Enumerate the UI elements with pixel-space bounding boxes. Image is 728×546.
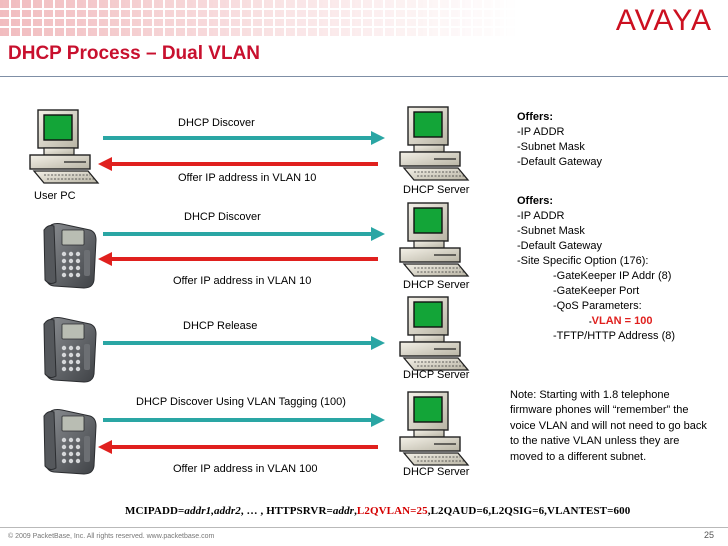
request-arrow <box>103 131 385 145</box>
footer-divider <box>0 527 728 528</box>
offer-item: -IP ADDR <box>517 210 565 222</box>
user-pc-label: User PC <box>34 190 76 202</box>
dhcp-server-label: DHCP Server <box>403 369 470 381</box>
offer-item: -Default Gateway <box>517 240 602 252</box>
command-part: addr <box>332 505 355 517</box>
decorative-header-pattern <box>0 0 520 36</box>
user-pc-icon <box>29 109 99 184</box>
response-arrow <box>98 440 378 454</box>
response-arrow <box>98 157 378 171</box>
offer-sub-item: -TFTP/HTTP Address (8) <box>553 330 676 342</box>
command-part: , <box>354 505 357 517</box>
command-part: addr1,addr2 <box>184 505 241 517</box>
vlan-value: VLAN = 100 <box>591 315 653 327</box>
ip-phone-icon <box>43 409 97 475</box>
footer-copyright: © 2009 PacketBase, Inc. All rights reser… <box>8 533 215 540</box>
offer-item: -IP ADDR <box>517 126 565 138</box>
dhcp-server-label: DHCP Server <box>403 466 470 478</box>
dhcp-server-icon <box>399 202 469 277</box>
response-label: Offer IP address in VLAN 100 <box>173 463 318 475</box>
page-title: DHCP Process – Dual VLAN <box>8 43 261 64</box>
dhcp-server-label: DHCP Server <box>403 279 470 291</box>
offer-sub-item: -GateKeeper Port <box>553 285 640 297</box>
command-part: , … , HTTPSRVR= <box>240 505 333 517</box>
offer-item: -Subnet Mask <box>517 141 585 153</box>
vlan-prefix: - <box>589 317 592 326</box>
command-part: MCIPADD= <box>125 505 185 517</box>
offers-list-basic: Offers: -IP ADDR -Subnet Mask -Default G… <box>517 110 602 170</box>
response-label: Offer IP address in VLAN 10 <box>178 172 317 184</box>
request-arrow <box>103 336 385 350</box>
command-vlan-part: L2QVLAN=25 <box>356 505 428 517</box>
request-label: DHCP Release <box>183 320 258 332</box>
dhcp-server-icon <box>399 391 469 466</box>
request-label: DHCP Discover <box>184 211 261 223</box>
request-label: DHCP Discover Using VLAN Tagging (100) <box>136 396 346 408</box>
vlan-setting: -VLAN = 100 <box>517 314 675 329</box>
offers-heading: Offers: <box>517 111 554 123</box>
ip-phone-icon <box>43 317 97 383</box>
ip-phone-icon <box>43 223 97 289</box>
title-divider <box>0 76 728 77</box>
command-part: ,L2QAUD=6,L2QSIG=6,VLANTEST=600 <box>427 505 631 517</box>
request-arrow <box>103 227 385 241</box>
dhcp-server-label: DHCP Server <box>403 184 470 196</box>
page-number: 25 <box>704 530 715 540</box>
dhcp-server-icon <box>399 106 469 181</box>
dhcp-server-icon <box>399 296 469 371</box>
offer-item: -Default Gateway <box>517 156 602 168</box>
avaya-logo: AVAYA <box>615 4 712 37</box>
offer-sub-item: -QoS Parameters: <box>553 300 642 312</box>
request-label: DHCP Discover <box>178 117 255 129</box>
request-arrow <box>103 413 385 427</box>
response-arrow <box>98 252 378 266</box>
offer-sub-item: -GateKeeper IP Addr (8) <box>553 270 672 282</box>
offer-item: -Subnet Mask <box>517 225 585 237</box>
offers-heading: Offers: <box>517 195 554 207</box>
offer-item: -Site Specific Option (176): <box>517 255 649 267</box>
response-label: Offer IP address in VLAN 10 <box>173 275 312 287</box>
offers-list-extended: Offers: -IP ADDR -Subnet Mask -Default G… <box>517 194 675 344</box>
firmware-note: Note: Starting with 1.8 telephone firmwa… <box>510 389 707 463</box>
config-command: MCIPADD=addr1,addr2, … , HTTPSRVR=addr,L… <box>125 505 630 517</box>
